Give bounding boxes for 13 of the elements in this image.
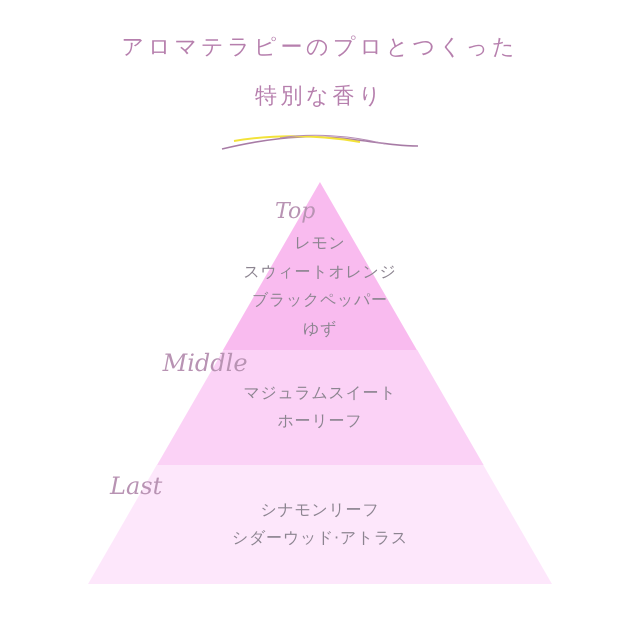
pyramid-tier <box>156 350 484 465</box>
tier-heading: Middle <box>162 350 248 376</box>
ingredient-name: シナモンリーフ <box>260 498 380 520</box>
ingredient-name: シダーウッド·アトラス <box>232 527 408 550</box>
ingredient-name: ホーリーフ <box>277 410 362 432</box>
ingredient-name: マジュラムスイート <box>243 382 396 404</box>
ingredient-name: ゆず <box>302 318 337 340</box>
ingredient-name: レモン <box>294 232 346 254</box>
pyramid-tier <box>223 182 417 350</box>
tier-heading: Last <box>110 473 162 500</box>
pyramid-tier <box>88 465 552 584</box>
title: アロマテラピーのプロとつくった特別な香り <box>120 34 520 111</box>
ingredient-name: ブラックペッパー <box>252 289 388 312</box>
